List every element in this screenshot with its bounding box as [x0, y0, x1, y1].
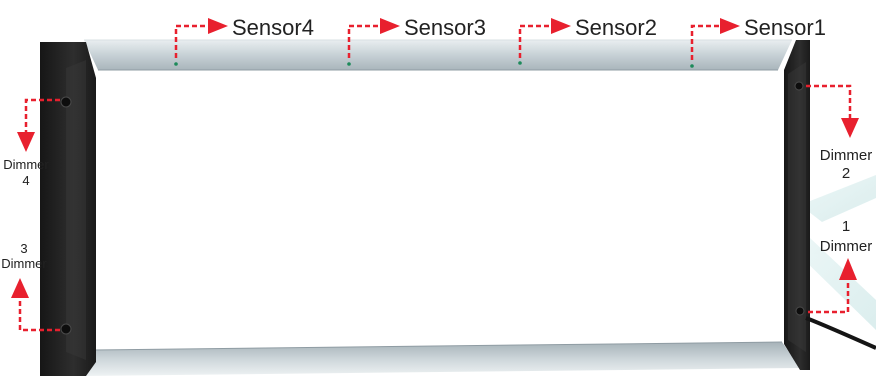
dimmer-2-knob[interactable]: [794, 81, 804, 91]
watermark-graphic: [796, 175, 876, 330]
dimmer-4-number: 4: [22, 173, 29, 188]
left-frame-side: [40, 42, 96, 376]
dimmer-3-arrow-line: [18, 296, 60, 332]
dimmer-2-word: Dimmer: [820, 147, 873, 164]
dimmer-3-arrowhead: [11, 278, 29, 298]
sensor-2-arrow-line: [518, 24, 553, 58]
dimmer-4-arrow-line: [24, 98, 60, 134]
light-panel-surface: [86, 64, 786, 352]
dimmer-4-knob[interactable]: [60, 96, 72, 108]
sensor-3-arrowhead: [380, 18, 400, 34]
sensor-1-label: Sensor1: [744, 15, 826, 40]
sensor-2-indicator: [518, 61, 522, 65]
sensor-4-label: Sensor4: [232, 15, 314, 40]
right-frame-side: [784, 40, 810, 370]
sensor-4-arrowhead: [208, 18, 228, 34]
dimmer-2-number: 2: [842, 165, 850, 182]
top-frame-bar: [84, 40, 792, 70]
sensor-1-arrowhead: [720, 18, 740, 34]
dimmer-2-arrowhead: [841, 118, 859, 138]
dimmer-1-knob[interactable]: [795, 306, 805, 316]
panel-frame: [40, 39, 876, 376]
dimmer-1-arrowhead: [839, 258, 857, 280]
sensor-4-arrow-line: [174, 24, 210, 58]
power-cable: [805, 316, 876, 350]
sensor-3-indicator: [347, 62, 351, 66]
dimmer-3-word: Dimmer: [1, 256, 47, 271]
dimmer-1-number: 1: [842, 218, 850, 235]
bottom-frame-bar: [84, 342, 800, 376]
dimmer-1-arrow-line: [808, 278, 850, 314]
dimmer-3-number: 3: [20, 241, 27, 256]
sensor-3-label: Sensor3: [404, 15, 486, 40]
sensor-1-arrow-line: [690, 24, 722, 60]
sensor-1-indicator: [690, 64, 694, 68]
sensor-4-indicator: [174, 62, 178, 66]
dimmer-1-word: Dimmer: [820, 238, 873, 255]
dimmer-4-word: Dimmer: [3, 157, 49, 172]
sensor-2-arrowhead: [551, 18, 571, 34]
dimmer-4-arrowhead: [17, 132, 35, 152]
sensor-2-label: Sensor2: [575, 15, 657, 40]
sensor-3-arrow-line: [347, 24, 382, 58]
dimmer-2-arrow-line: [806, 84, 852, 120]
dimmer-3-knob[interactable]: [60, 323, 72, 335]
